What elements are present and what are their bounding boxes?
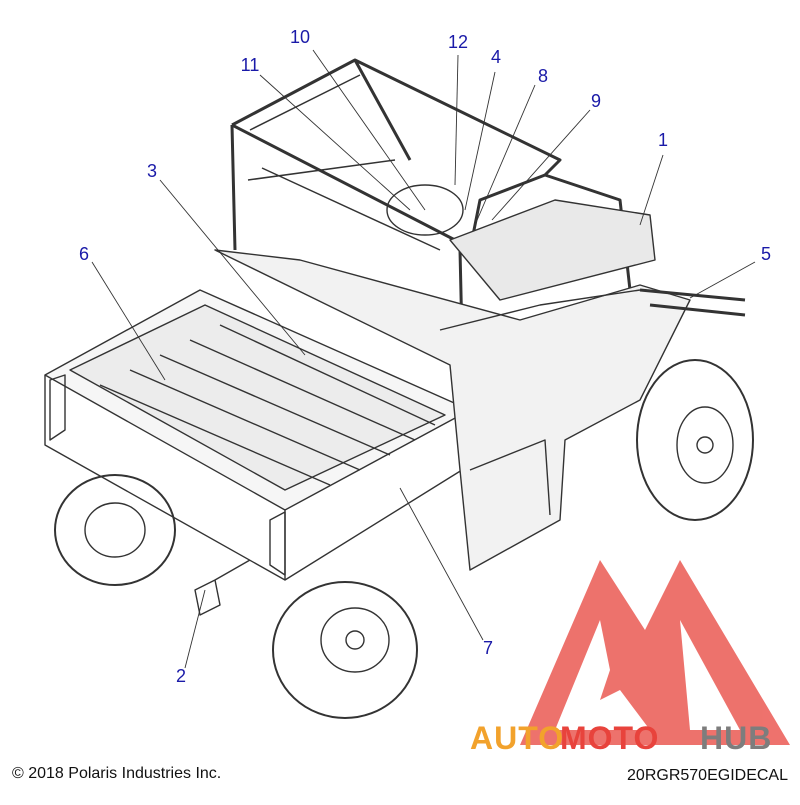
callout-3: 3 — [146, 161, 158, 181]
watermark-logo — [520, 560, 790, 745]
callout-12: 12 — [447, 32, 469, 52]
callout-7: 7 — [482, 638, 494, 658]
wheel-rear-right — [272, 581, 418, 719]
callout-2: 2 — [175, 666, 187, 686]
side-panel — [214, 249, 691, 571]
callout-9: 9 — [590, 91, 602, 111]
copyright-text: © 2018 Polaris Industries Inc. — [12, 765, 222, 782]
watermark-text-hub: HUB — [700, 720, 773, 756]
wheel-front — [636, 359, 754, 521]
drawing-code: 20RGR570EGIDECAL — [627, 767, 788, 784]
roll-cage — [230, 58, 632, 471]
callout-5: 5 — [760, 244, 772, 264]
wheel-rear-left — [54, 474, 176, 586]
callout-10: 10 — [289, 27, 311, 47]
watermark-text-auto: AUTO — [470, 720, 565, 756]
callout-1: 1 — [657, 130, 669, 150]
watermark-text-moto: MOTO — [560, 720, 660, 756]
trailer-hitch — [194, 559, 251, 616]
callout-11: 11 — [240, 55, 260, 75]
callout-4: 4 — [490, 47, 502, 67]
callout-8: 8 — [537, 66, 549, 86]
callout-6: 6 — [78, 244, 90, 264]
